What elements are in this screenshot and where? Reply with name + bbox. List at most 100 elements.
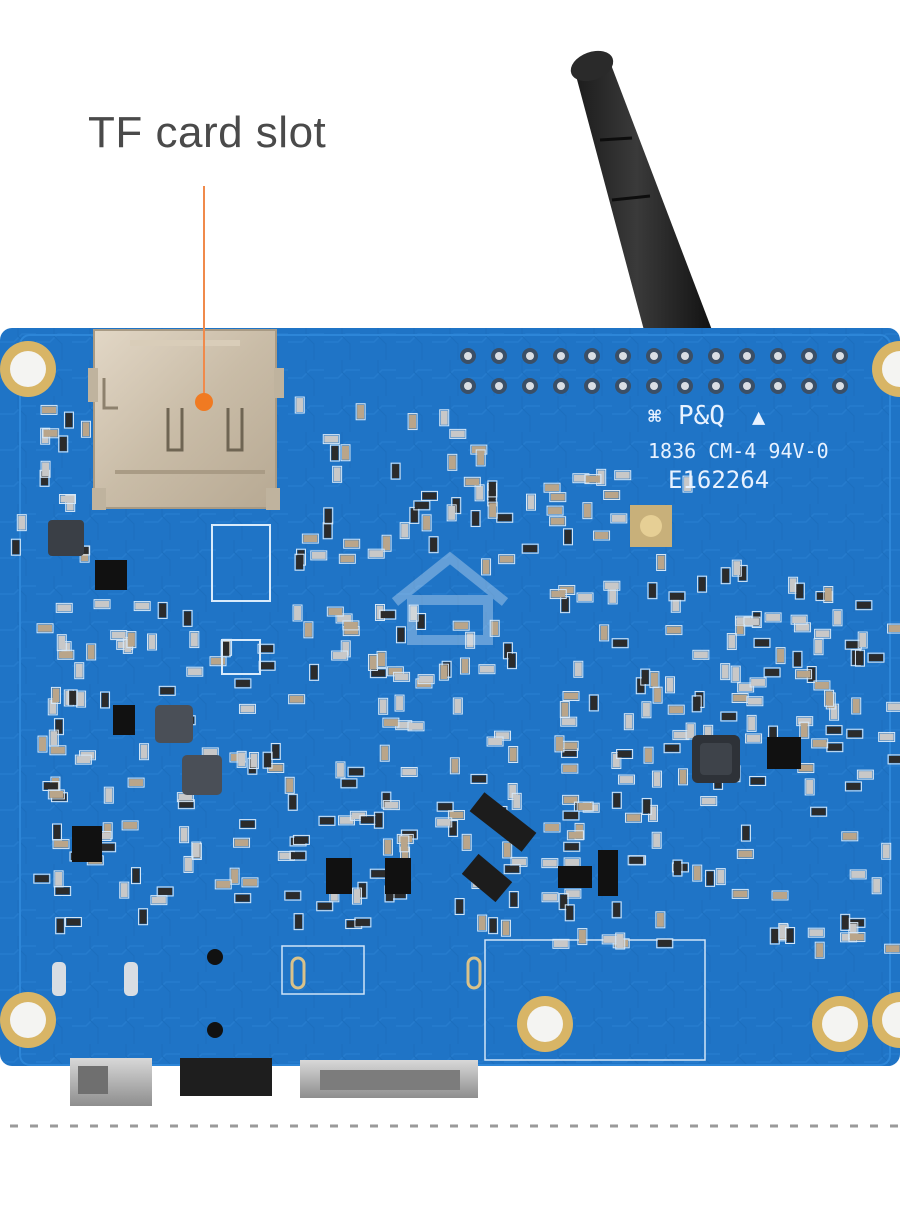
smd-part: [643, 746, 654, 764]
gpio-pin: [615, 378, 631, 394]
file-id: E162264: [668, 466, 769, 494]
smd-part: [736, 848, 754, 859]
smd-part: [603, 490, 621, 501]
smd-part: [157, 601, 168, 619]
smd-part: [50, 686, 61, 704]
mounting-hole-icon: [812, 996, 868, 1052]
mounting-hole-icon: [0, 341, 56, 397]
gpio-pin: [491, 348, 507, 364]
smd-part: [421, 514, 432, 532]
smd-part: [257, 643, 275, 654]
smd-part: [656, 554, 667, 572]
smd-part: [549, 589, 567, 600]
smd-part: [382, 838, 393, 856]
smd-part: [804, 778, 815, 796]
smd-part: [720, 711, 738, 722]
smd-part: [641, 701, 652, 719]
smd-part: [186, 666, 204, 677]
smd-part: [726, 633, 737, 651]
smd-part: [99, 842, 117, 853]
gpio-pin: [801, 378, 817, 394]
smd-part: [562, 794, 580, 805]
smd-part: [576, 592, 594, 603]
smd-part: [234, 893, 252, 904]
smd-part: [183, 855, 194, 873]
smd-part: [627, 855, 645, 866]
smd-part: [355, 403, 366, 421]
smd-part: [887, 754, 900, 765]
smd-part: [367, 653, 378, 671]
smd-part: [810, 806, 828, 817]
smd-part: [887, 623, 900, 634]
gpio-pin: [584, 348, 600, 364]
smd-part: [417, 674, 435, 685]
smd-part: [351, 887, 362, 905]
smd-part: [58, 435, 69, 453]
smd-part: [354, 917, 372, 928]
smd-part: [740, 824, 751, 842]
smd-part: [851, 697, 862, 715]
mounting-hole-icon: [0, 992, 56, 1048]
smd-part: [521, 543, 539, 554]
smd-part: [672, 859, 683, 877]
smd-part: [303, 621, 314, 639]
smd-part: [794, 582, 805, 600]
smd-part: [139, 743, 150, 761]
gpio-pin: [553, 348, 569, 364]
smd-part: [795, 669, 813, 680]
smd-part: [731, 559, 742, 577]
gpio-pin: [460, 378, 476, 394]
smd-part: [807, 927, 825, 938]
smd-part: [309, 663, 320, 681]
inductors: [48, 505, 740, 795]
smd-part: [582, 502, 593, 520]
smd-part: [138, 908, 149, 926]
smd-part: [663, 743, 681, 754]
smd-part: [788, 576, 799, 594]
smd-part: [288, 694, 306, 705]
smd-part: [731, 888, 749, 899]
smd-part: [576, 801, 594, 812]
smd-part: [558, 893, 569, 911]
smd-part: [52, 823, 63, 841]
smd-part: [52, 839, 70, 850]
smd-part: [322, 434, 340, 445]
gpio-pin: [646, 348, 662, 364]
smd-part: [593, 530, 611, 541]
smd-part: [421, 490, 439, 501]
smd-part: [665, 625, 683, 636]
smd-part: [603, 580, 621, 591]
smd-part: [844, 781, 862, 792]
bottom-connectors: [52, 949, 482, 1106]
smd-part: [823, 586, 834, 604]
smd-part: [378, 697, 389, 715]
smd-part: [848, 932, 866, 943]
smd-part: [584, 474, 602, 485]
mounting-hole-icon: [872, 341, 900, 397]
smd-part: [792, 650, 803, 668]
smd-part: [179, 826, 190, 844]
smd-part: [543, 482, 561, 493]
gpio-pin: [522, 348, 538, 364]
smd-part: [103, 786, 114, 804]
smd-part: [191, 841, 202, 859]
smd-part: [771, 890, 789, 901]
smd-part: [878, 731, 896, 742]
smd-part: [813, 638, 824, 656]
gpio-pin: [770, 378, 786, 394]
gpio-pin: [553, 378, 569, 394]
mounting-holes: [0, 341, 900, 1052]
smd-part: [559, 701, 570, 719]
smd-part: [80, 420, 91, 438]
smd-part: [150, 895, 168, 906]
smd-part: [573, 660, 584, 678]
smd-part: [562, 528, 573, 546]
smd-part: [705, 869, 716, 887]
smd-part: [749, 677, 767, 688]
gpio-pin: [677, 348, 693, 364]
gpio-header: [460, 348, 848, 394]
smd-part: [508, 745, 519, 763]
smd-part: [189, 631, 200, 649]
smd-part: [100, 691, 111, 709]
smd-part: [508, 891, 519, 909]
